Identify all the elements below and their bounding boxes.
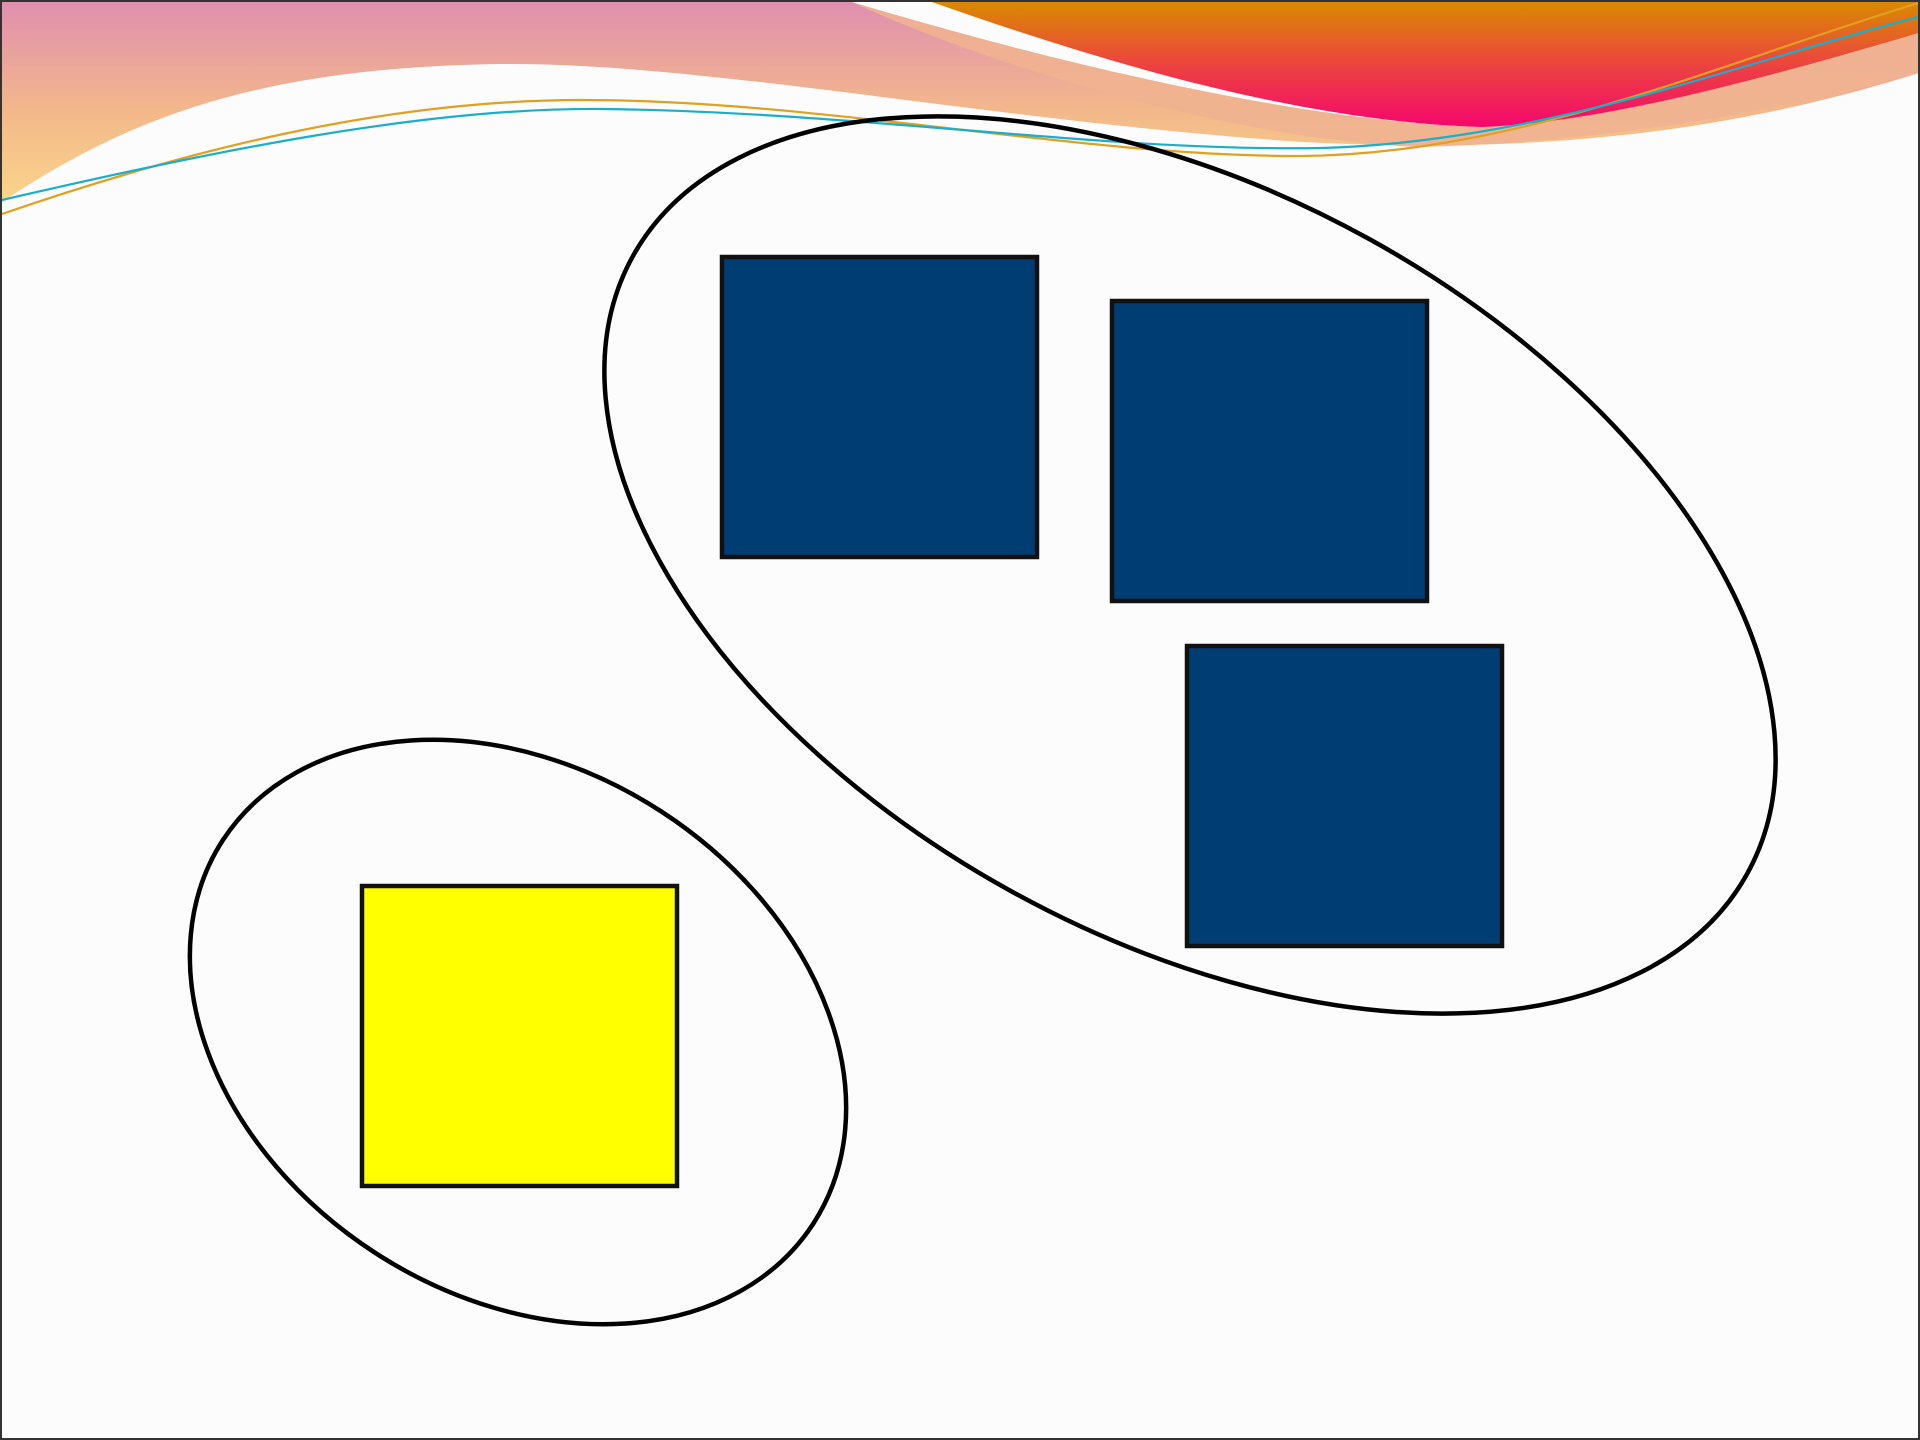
blue-square-1 <box>722 257 1037 557</box>
header-wave-decoration <box>2 2 1920 214</box>
blue-square-2 <box>1112 301 1427 601</box>
group-small <box>80 620 957 1440</box>
yellow-square <box>362 886 677 1186</box>
blue-square-3 <box>1187 646 1502 946</box>
